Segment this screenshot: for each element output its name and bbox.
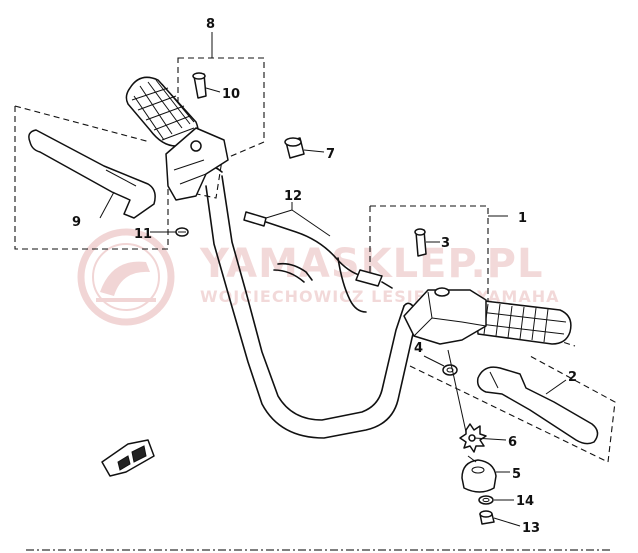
callout-1: 1 [518, 211, 527, 226]
group-box-2 [409, 355, 616, 463]
callout-labels: 1 2 3 4 5 6 7 8 9 10 11 12 13 14 [72, 17, 577, 536]
callout-12: 12 [284, 189, 302, 204]
part-14-washer [478, 495, 494, 505]
part-11-screw [175, 227, 189, 237]
part-5-cap [461, 459, 497, 493]
part-3-screw [414, 228, 427, 257]
callout-6: 6 [508, 435, 517, 450]
leader-lines [99, 32, 567, 527]
callout-14: 14 [516, 494, 534, 509]
left-lever [28, 129, 156, 219]
callout-3: 3 [441, 236, 450, 251]
group-box-9 [14, 105, 169, 250]
right-throttle-grip [475, 299, 572, 345]
part-6-gear [459, 423, 487, 453]
part-7-nut [284, 137, 305, 159]
part-13-screw [479, 510, 495, 525]
callout-2: 2 [568, 370, 577, 385]
callout-4: 4 [414, 341, 423, 356]
callout-11: 11 [134, 227, 152, 242]
callout-5: 5 [512, 467, 521, 482]
callout-7: 7 [326, 147, 335, 162]
left-lever-perch [165, 127, 229, 201]
callout-8: 8 [206, 17, 215, 32]
right-lever-perch [403, 287, 487, 345]
callout-9: 9 [72, 215, 81, 230]
right-lever [476, 366, 599, 445]
part-12-cable [243, 211, 393, 313]
part-10-bolt [192, 72, 207, 99]
callout-13: 13 [522, 521, 540, 536]
part-4-nut [442, 364, 458, 376]
left-grip [125, 76, 199, 147]
callout-10: 10 [222, 87, 240, 102]
front-arrow-icon [101, 439, 155, 477]
watermark-logo-icon [77, 228, 175, 326]
